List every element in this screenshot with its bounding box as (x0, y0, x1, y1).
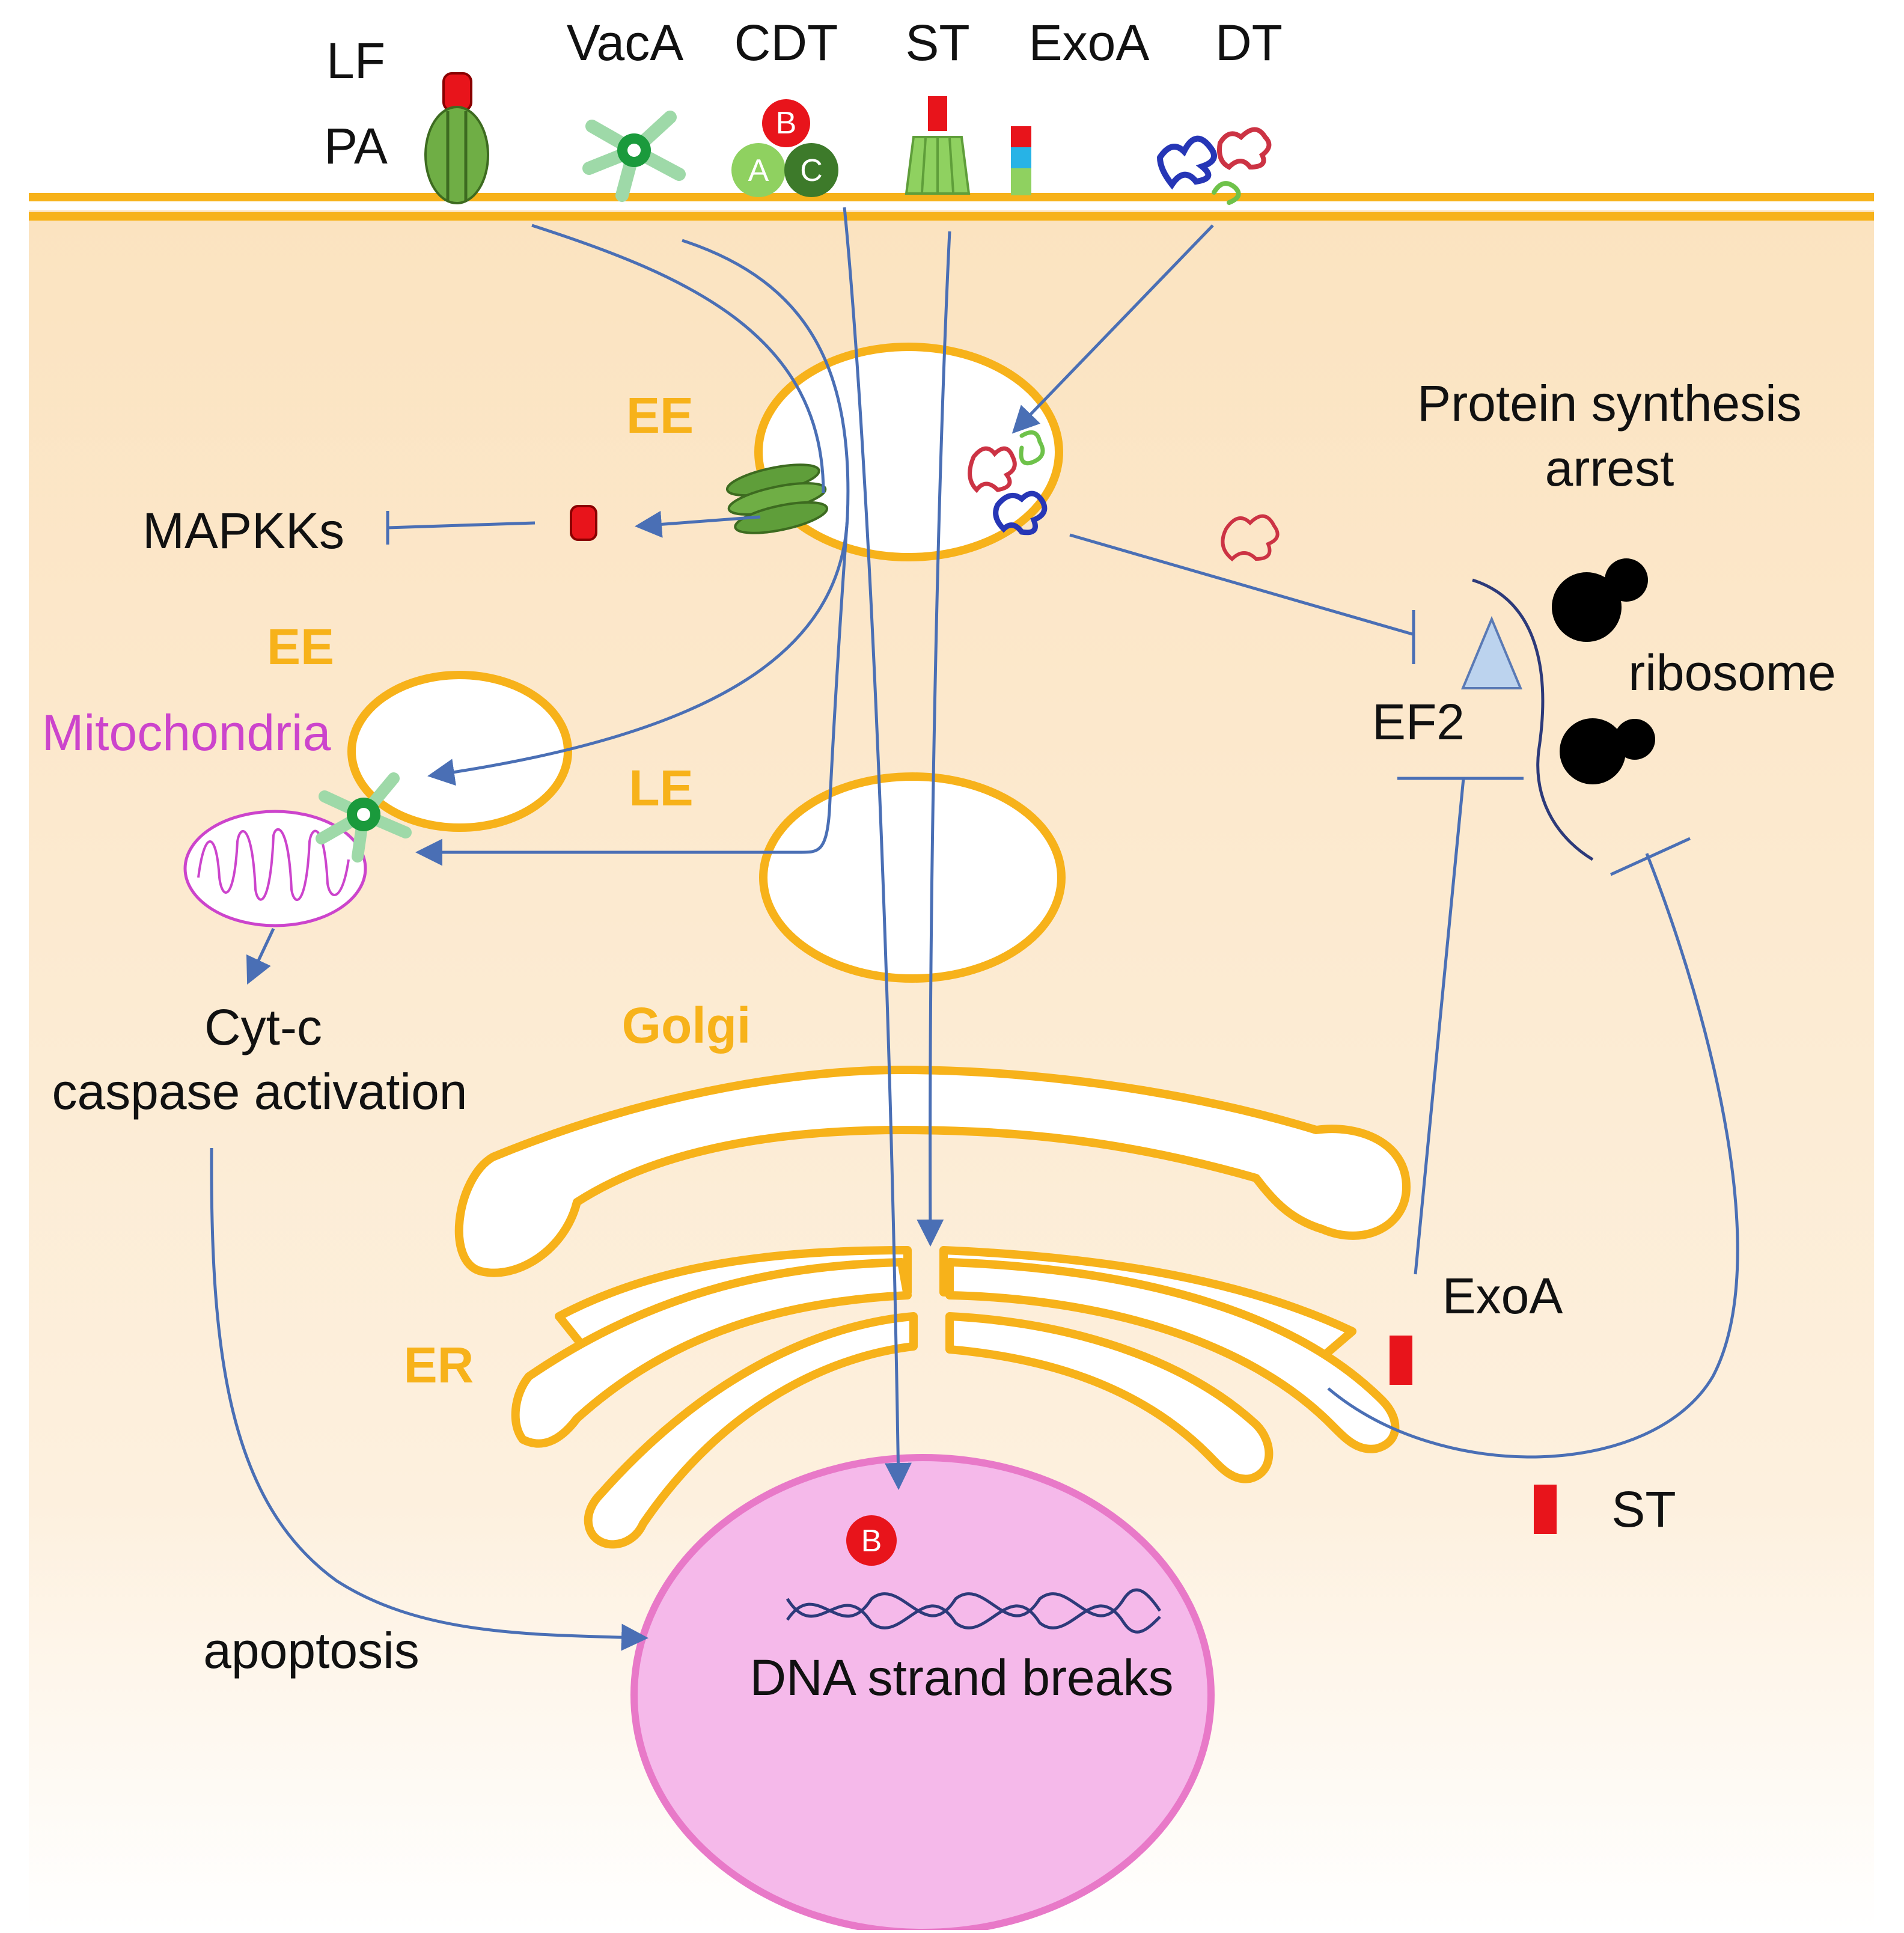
arrow-mito-to-cytc (246, 927, 275, 985)
inhibit-mapkks (387, 521, 536, 530)
dna-breaks-label: DNA strand breaks (750, 1649, 1174, 1706)
caspase-label: caspase activation (52, 1063, 467, 1120)
vaca-label: VacA (567, 14, 684, 71)
lf-toxin (442, 72, 472, 112)
ee-left-label: EE (267, 618, 334, 675)
late-endosome (759, 772, 1066, 983)
st-label: ST (905, 14, 969, 71)
inhibit-ribosome-st (1327, 853, 1739, 1459)
exoa-cytosol-label: ExoA (1442, 1268, 1563, 1324)
nucleus-cdt-b-subunit (846, 1515, 897, 1566)
arrow-dt-to-ee (1012, 224, 1214, 434)
st-cytosol (1534, 1485, 1557, 1534)
exoa-toxin (1011, 126, 1031, 195)
vaca-toxin (582, 111, 686, 202)
cdt-toxin: B A C (731, 99, 838, 197)
early-endosome-left (347, 671, 572, 832)
arrow-cdt-to-nucleus (843, 207, 912, 1490)
golgi-label: Golgi (622, 997, 751, 1054)
cdt-a-subunit (731, 143, 786, 197)
cytc-label: Cyt-c (204, 999, 322, 1055)
plasma-membrane (29, 193, 1874, 221)
cdt-label: CDT (734, 14, 838, 71)
cdt-c-subunit (784, 143, 838, 197)
er-label: ER (404, 1337, 474, 1393)
ribosome (1552, 558, 1655, 784)
cdt-b-subunit (762, 99, 810, 147)
mapkks-label: MAPKKs (142, 502, 344, 559)
dt-label: DT (1215, 14, 1283, 71)
cdt-b-label: B (776, 106, 797, 141)
nucleus-b-label: B (861, 1524, 882, 1559)
mrna-strand (1472, 578, 1594, 861)
lf-label: LF (326, 32, 385, 89)
protein-synthesis-label: Protein synthesis (1417, 375, 1802, 432)
arrow-lf-release (635, 510, 761, 538)
exoa-label: ExoA (1029, 14, 1150, 71)
arrow-apoptosis (210, 1147, 648, 1651)
inhibit-ef2-dt (1069, 533, 1413, 636)
arrest-label: arrest (1545, 440, 1674, 496)
lf-cytosol (570, 505, 597, 541)
cdt-c-label: C (800, 153, 823, 188)
le-label: LE (629, 760, 693, 816)
dna-helix (786, 1588, 1162, 1634)
ribosome-label: ribosome (1628, 644, 1835, 701)
arrow-st-to-er (917, 231, 951, 1247)
exoa-cytosol (1390, 1336, 1412, 1385)
dt-a-fragment-cytosol (1221, 514, 1280, 562)
vaca-mito-toxin (316, 772, 412, 863)
ef2-label: EF2 (1372, 694, 1465, 750)
ef2-icon (1460, 615, 1523, 689)
ee-top-label: EE (626, 387, 694, 444)
inhibit-ef2-exoa (1414, 778, 1465, 1275)
inhibit-ribosome-st-bar (1610, 837, 1691, 876)
cdt-a-label: A (748, 153, 769, 188)
pa-label: PA (324, 118, 388, 174)
arrow-vaca-to-mito (415, 516, 849, 866)
pa-pore (424, 106, 489, 204)
endoplasmic-reticulum (511, 1258, 1400, 1549)
st-cytosol-label: ST (1611, 1481, 1676, 1538)
mitochondria-label: Mitochondria (42, 704, 331, 761)
dt-toxin (1157, 127, 1272, 205)
arrow-pa-to-ee (531, 224, 825, 493)
early-endosome-top (754, 343, 1063, 561)
st-toxin (905, 96, 971, 195)
anthrax-toxin (424, 72, 489, 204)
apoptosis-label: apoptosis (203, 1622, 420, 1679)
pa-pore-endosome (725, 463, 829, 534)
